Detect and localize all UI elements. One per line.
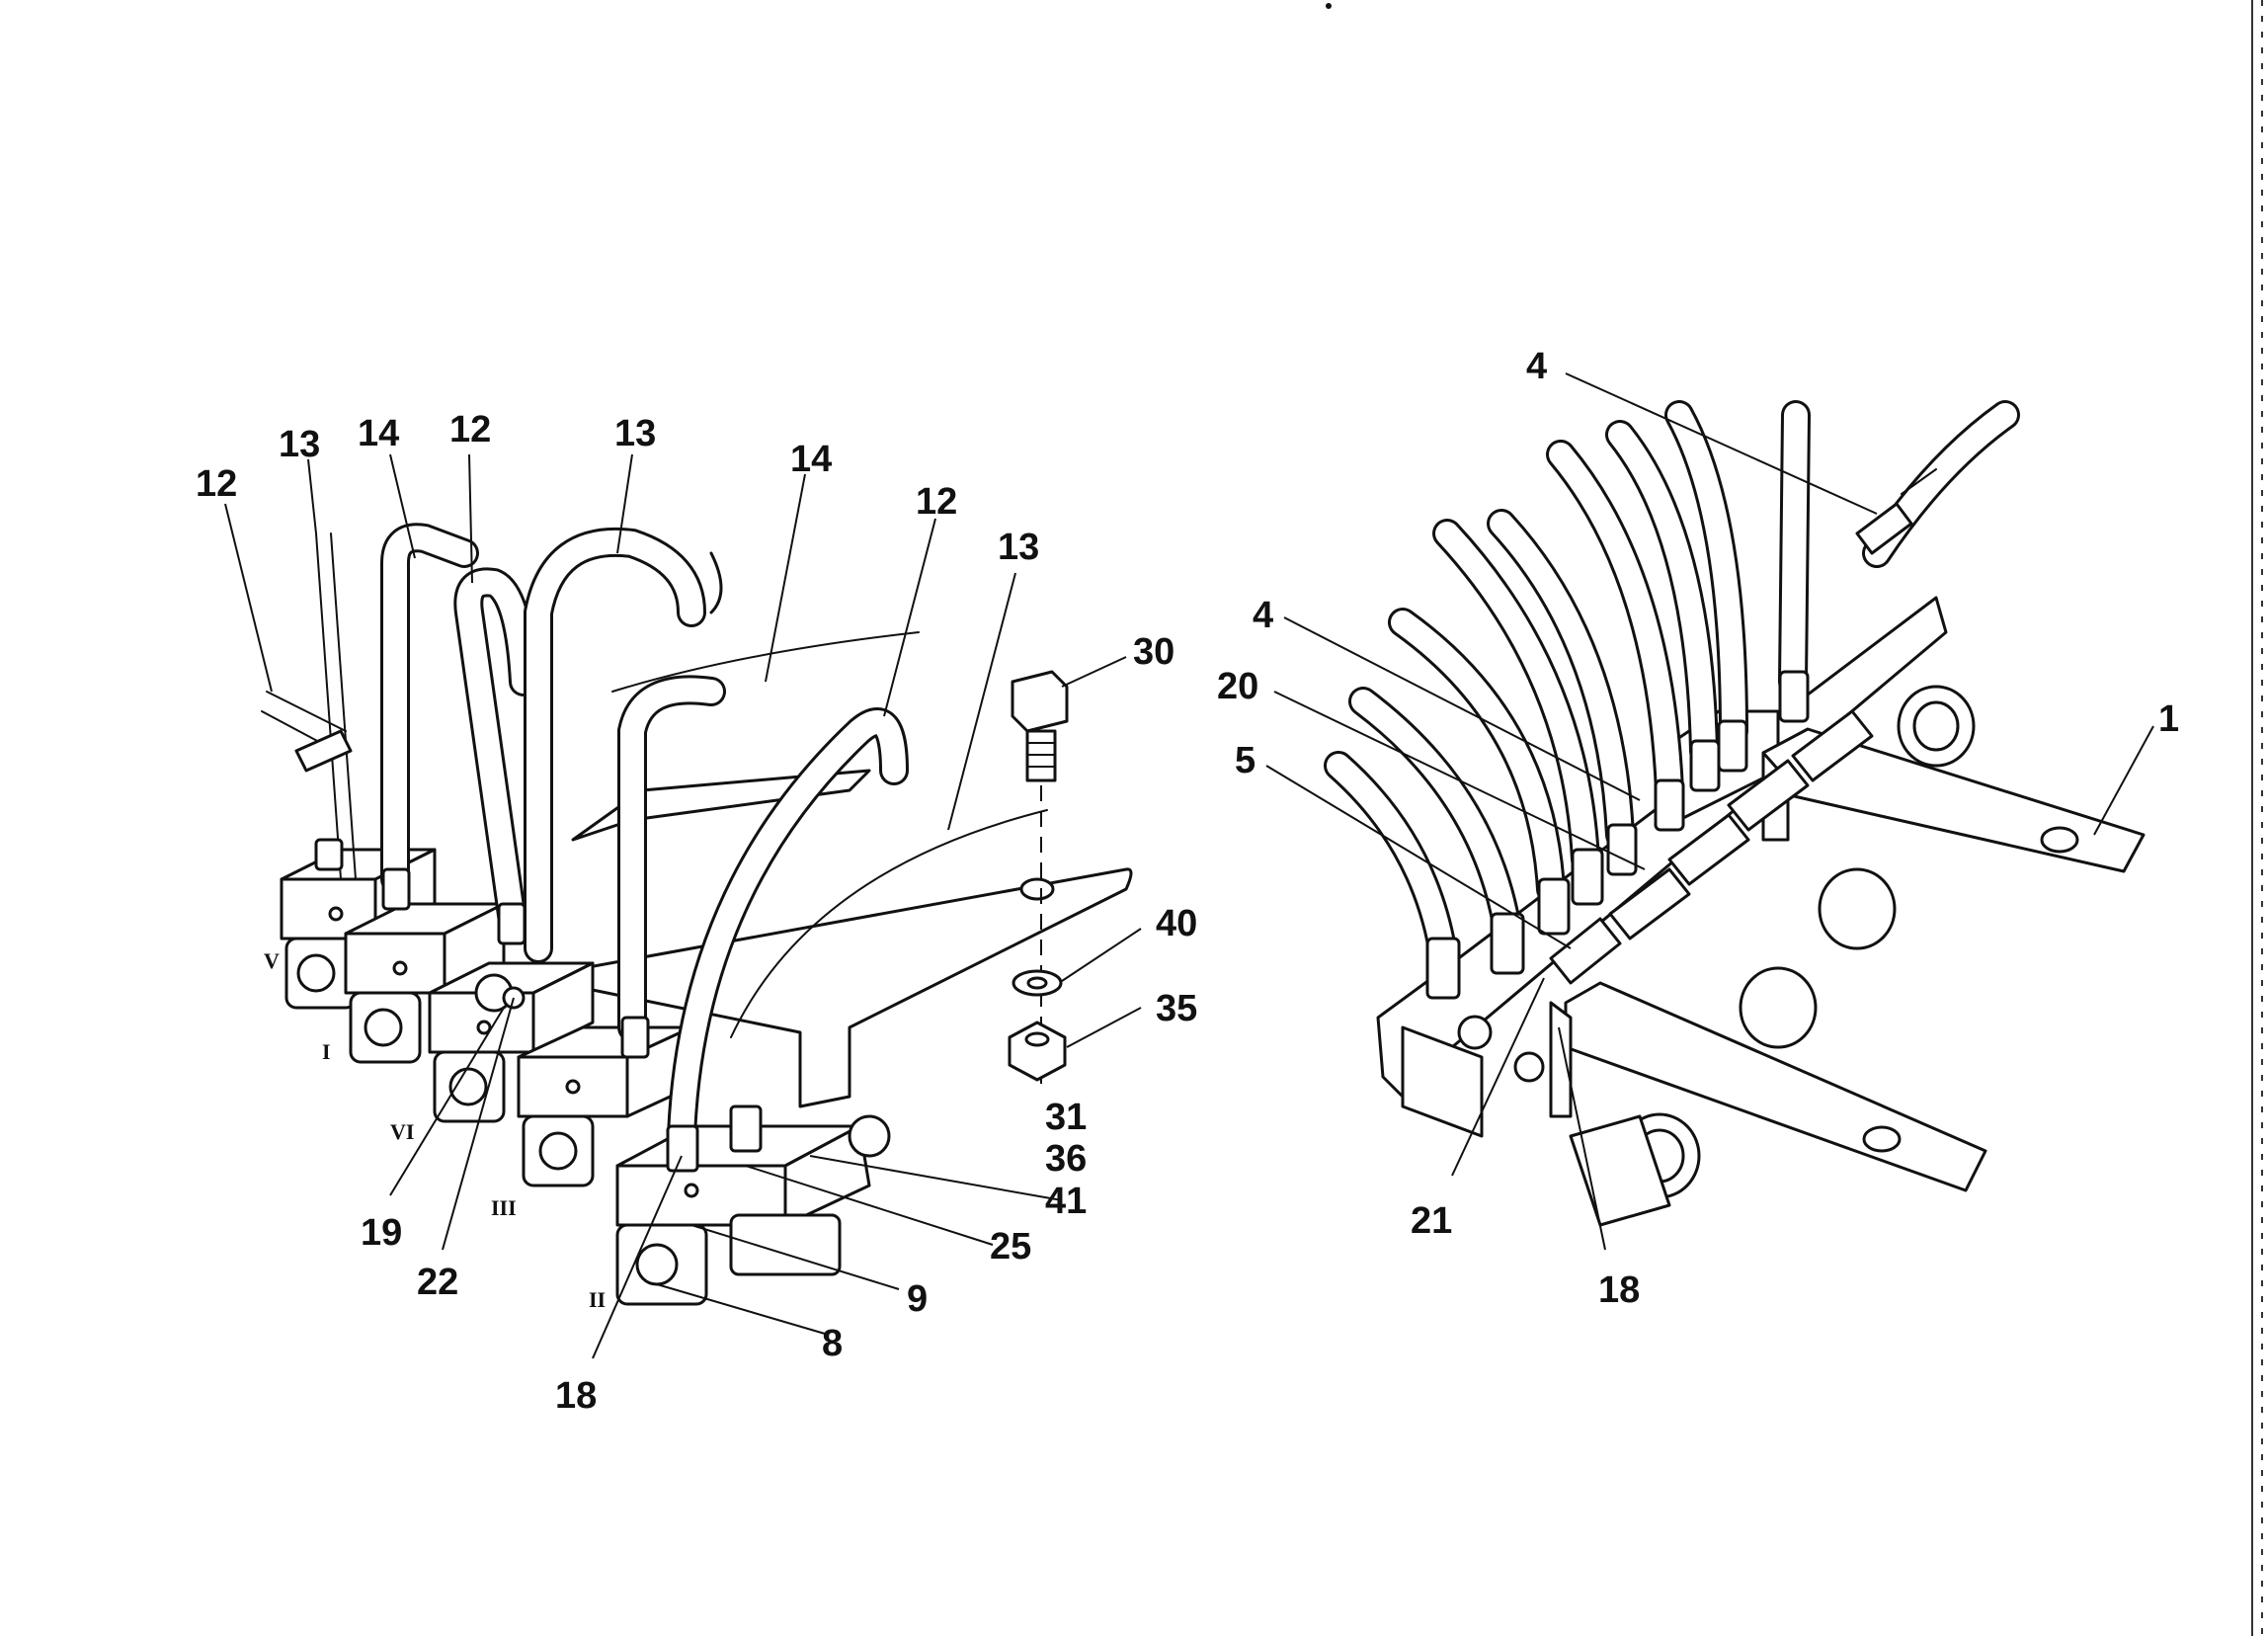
leader-lines-left xyxy=(224,453,1142,1359)
callout-label: 14 xyxy=(358,413,399,454)
callout-label: 31 xyxy=(1045,1097,1087,1138)
callout-label: 9 xyxy=(907,1278,928,1320)
exploded-fasteners xyxy=(1008,670,1069,1087)
callout-label: 18 xyxy=(555,1375,597,1417)
callout-label: 19 xyxy=(361,1212,402,1254)
right-assembly: 4 4 20 5 1 21 18 xyxy=(1217,346,2179,1311)
callout-label: 25 xyxy=(990,1226,1031,1268)
callout-label: 41 xyxy=(1045,1181,1087,1222)
callout-label: 14 xyxy=(790,439,832,480)
roman-marker: II xyxy=(589,1287,606,1312)
callout-label: 35 xyxy=(1156,988,1197,1029)
roman-marker: VI xyxy=(390,1119,414,1144)
callout-label: 12 xyxy=(916,481,957,523)
roman-marker: III xyxy=(491,1195,517,1220)
callout-label: 13 xyxy=(614,413,656,454)
callouts-left: 12 13 14 12 13 14 12 13 30 40 35 31 36 4… xyxy=(196,409,1197,1417)
hoses-right xyxy=(1324,400,2020,963)
callout-label: 13 xyxy=(279,424,320,465)
callout-label: 5 xyxy=(1235,740,1256,781)
fittings-right xyxy=(1425,468,1937,1083)
roman-marker: V xyxy=(264,948,280,973)
callout-label: 12 xyxy=(449,409,491,450)
callout-label: 8 xyxy=(822,1323,843,1364)
callout-label: 4 xyxy=(1253,595,1273,636)
roman-markers: V I VI III II xyxy=(264,948,606,1312)
left-assembly: V I VI III II xyxy=(196,409,1197,1417)
callout-label: 40 xyxy=(1156,903,1197,944)
callouts-right: 4 4 20 5 1 21 18 xyxy=(1217,346,2179,1311)
valve-block-stack xyxy=(280,848,891,1306)
roman-marker: I xyxy=(322,1039,331,1064)
callout-label: 13 xyxy=(998,527,1039,568)
page-edge xyxy=(1326,0,2263,1636)
callout-label: 4 xyxy=(1526,346,1547,387)
hoses-left xyxy=(261,523,1048,1151)
callout-label: 1 xyxy=(2158,698,2179,740)
callout-label: 36 xyxy=(1045,1138,1087,1180)
callout-label: 12 xyxy=(196,463,237,505)
leader-lines-right xyxy=(1265,372,2154,1251)
callout-label: 20 xyxy=(1217,666,1258,707)
callout-label: 18 xyxy=(1598,1269,1640,1311)
callout-label: 30 xyxy=(1133,631,1174,673)
callout-label: 21 xyxy=(1411,1200,1452,1242)
callout-label: 22 xyxy=(417,1262,458,1303)
